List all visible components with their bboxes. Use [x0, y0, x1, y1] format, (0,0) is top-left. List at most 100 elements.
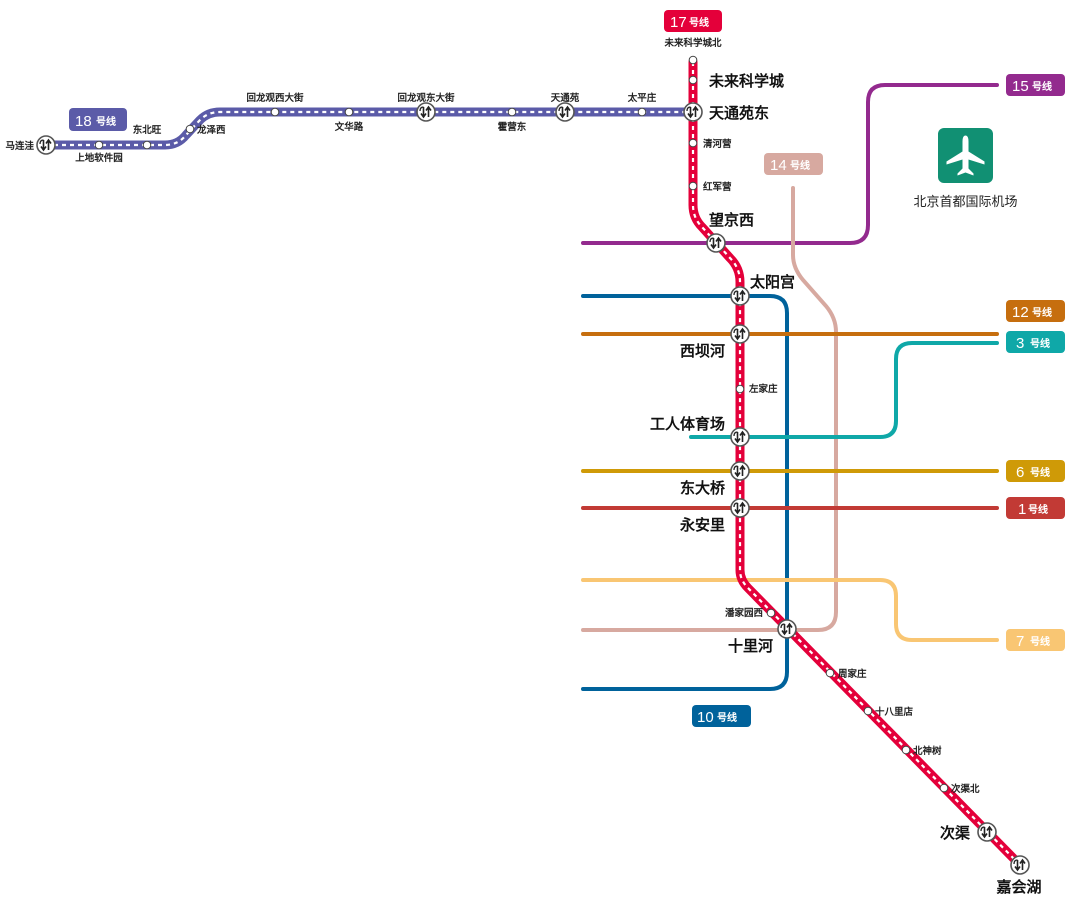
station-weilaikexuecheng[interactable]: 未来科学城: [688, 72, 784, 90]
airplane-icon: [946, 135, 985, 176]
svg-text:天通苑: 天通苑: [551, 92, 580, 104]
svg-text:周家庄: 周家庄: [838, 668, 867, 680]
transfer-icon: [777, 619, 797, 639]
station-huilongguanxidajie[interactable]: 回龙观西大街: [246, 92, 304, 117]
station-dongbeiwang[interactable]: 东北旺: [133, 124, 162, 150]
svg-text:17: 17: [670, 14, 687, 31]
svg-text:红军营: 红军营: [703, 181, 732, 193]
transfer-icon: [706, 233, 726, 253]
svg-text:14: 14: [770, 157, 787, 174]
station-qingheying[interactable]: 清河营: [688, 138, 732, 150]
svg-text:7: 7: [1016, 633, 1024, 650]
transfer-icon: [977, 822, 997, 842]
station-beishenshu[interactable]: 北神树: [901, 745, 942, 757]
badge-line-17[interactable]: 17 号线: [664, 10, 722, 32]
svg-text:号线: 号线: [1028, 503, 1048, 516]
svg-text:龙泽西: 龙泽西: [196, 124, 226, 136]
station-shilihe[interactable]: 十里河: [728, 619, 797, 655]
line-3-track: [689, 341, 999, 439]
badge-line-6[interactable]: 6 号线: [1006, 460, 1065, 482]
station-ciqubei[interactable]: 次渠北: [939, 783, 980, 795]
station-panjiayuanxi[interactable]: 潘家园西: [725, 607, 776, 619]
station-huilongguandongdajie[interactable]: 回龙观东大街: [397, 92, 455, 122]
svg-text:太平庄: 太平庄: [628, 92, 657, 104]
transfer-icon: [730, 324, 750, 344]
badge-line-12[interactable]: 12 号线: [1006, 300, 1065, 322]
station-xibahe[interactable]: 西坝河: [680, 324, 750, 360]
airport-marker[interactable]: 北京首都国际机场: [913, 128, 1018, 210]
transfer-icon: [730, 286, 750, 306]
transfer-icon: [1010, 855, 1030, 875]
station-taipingzhuang[interactable]: 太平庄: [628, 92, 657, 117]
station-tiantongyuan[interactable]: 天通苑: [551, 92, 580, 122]
badge-line-15[interactable]: 15 号线: [1006, 74, 1065, 96]
line-7-track: [581, 578, 999, 642]
svg-text:号线: 号线: [1030, 466, 1050, 479]
badge-line-7[interactable]: 7 号线: [1006, 629, 1065, 651]
svg-text:次渠: 次渠: [940, 824, 970, 842]
line-15-track: [581, 83, 999, 245]
svg-text:回龙观东大街: 回龙观东大街: [397, 92, 455, 104]
svg-text:西坝河: 西坝河: [680, 342, 725, 360]
svg-text:10: 10: [697, 709, 714, 726]
station-weilaikexuechengbei[interactable]: 未来科学城北: [663, 37, 722, 65]
svg-text:号线: 号线: [717, 711, 737, 724]
badge-line-1[interactable]: 1 号线: [1006, 497, 1065, 519]
svg-text:6: 6: [1016, 464, 1024, 481]
station-malianwa[interactable]: 马连洼: [5, 135, 56, 155]
svg-text:马连洼: 马连洼: [5, 140, 34, 152]
svg-text:清河营: 清河营: [703, 138, 732, 150]
station-wangjingxi[interactable]: 望京西: [706, 211, 754, 253]
svg-text:永安里: 永安里: [679, 516, 725, 534]
svg-text:工人体育场: 工人体育场: [650, 415, 725, 433]
transfer-icon: [555, 102, 575, 122]
line-17-track: [688, 57, 1025, 870]
station-yonganli[interactable]: 永安里: [679, 498, 750, 534]
station-hongjunying[interactable]: 红军营: [688, 181, 732, 193]
svg-text:上地软件园: 上地软件园: [75, 152, 123, 164]
svg-text:3: 3: [1016, 335, 1024, 352]
station-taiyanggong[interactable]: 太阳宫: [730, 273, 795, 306]
svg-text:嘉会湖: 嘉会湖: [995, 878, 1041, 896]
svg-text:号线: 号线: [1030, 337, 1050, 350]
station-jiahuihu[interactable]: 嘉会湖: [995, 855, 1042, 896]
svg-text:号线: 号线: [1032, 306, 1052, 319]
station-tiantongyuandong[interactable]: 天通苑东: [683, 102, 769, 122]
station-dongdaqiao[interactable]: 东大桥: [680, 461, 750, 497]
svg-text:天通苑东: 天通苑东: [709, 104, 769, 122]
station-ciqu[interactable]: 次渠: [940, 822, 997, 842]
station-zhoujiazhuang[interactable]: 周家庄: [825, 668, 867, 680]
station-huoyingdong[interactable]: 霍营东: [498, 107, 527, 133]
line-14-track: [581, 186, 838, 632]
svg-text:号线: 号线: [689, 16, 709, 29]
transfer-icon: [416, 102, 436, 122]
svg-text:1: 1: [1018, 501, 1026, 518]
station-zuojiazhuang[interactable]: 左家庄: [735, 383, 778, 395]
badge-line-14[interactable]: 14 号线: [764, 153, 823, 175]
airport-label: 北京首都国际机场: [913, 195, 1017, 210]
station-wenhualu[interactable]: 文华路: [334, 107, 364, 133]
badge-line-18[interactable]: 18 号线: [69, 108, 127, 131]
svg-text:次渠北: 次渠北: [951, 783, 980, 795]
station-longzexi[interactable]: 龙泽西: [185, 124, 226, 136]
svg-text:望京西: 望京西: [709, 211, 754, 229]
svg-text:15: 15: [1012, 78, 1029, 95]
svg-text:号线: 号线: [1032, 80, 1052, 93]
station-shibalidian[interactable]: 十八里店: [863, 706, 914, 718]
badge-line-3[interactable]: 3 号线: [1006, 331, 1065, 353]
svg-text:十八里店: 十八里店: [875, 706, 914, 718]
svg-text:号线: 号线: [1030, 635, 1050, 648]
svg-text:霍营东: 霍营东: [498, 121, 527, 133]
svg-text:号线: 号线: [790, 159, 810, 172]
line-10-track: [581, 294, 789, 691]
transfer-icon: [683, 102, 703, 122]
svg-text:东北旺: 东北旺: [133, 124, 162, 136]
svg-text:未来科学城: 未来科学城: [708, 72, 784, 90]
station-gongrentiyuchang[interactable]: 工人体育场: [650, 415, 750, 447]
svg-text:回龙观西大街: 回龙观西大街: [246, 92, 304, 104]
svg-text:十里河: 十里河: [728, 637, 773, 655]
badge-line-10[interactable]: 10 号线: [692, 705, 751, 727]
svg-text:北神树: 北神树: [913, 745, 942, 757]
station-shangdiruanjianyuan[interactable]: 上地软件园: [75, 140, 123, 164]
svg-text:东大桥: 东大桥: [680, 479, 726, 497]
